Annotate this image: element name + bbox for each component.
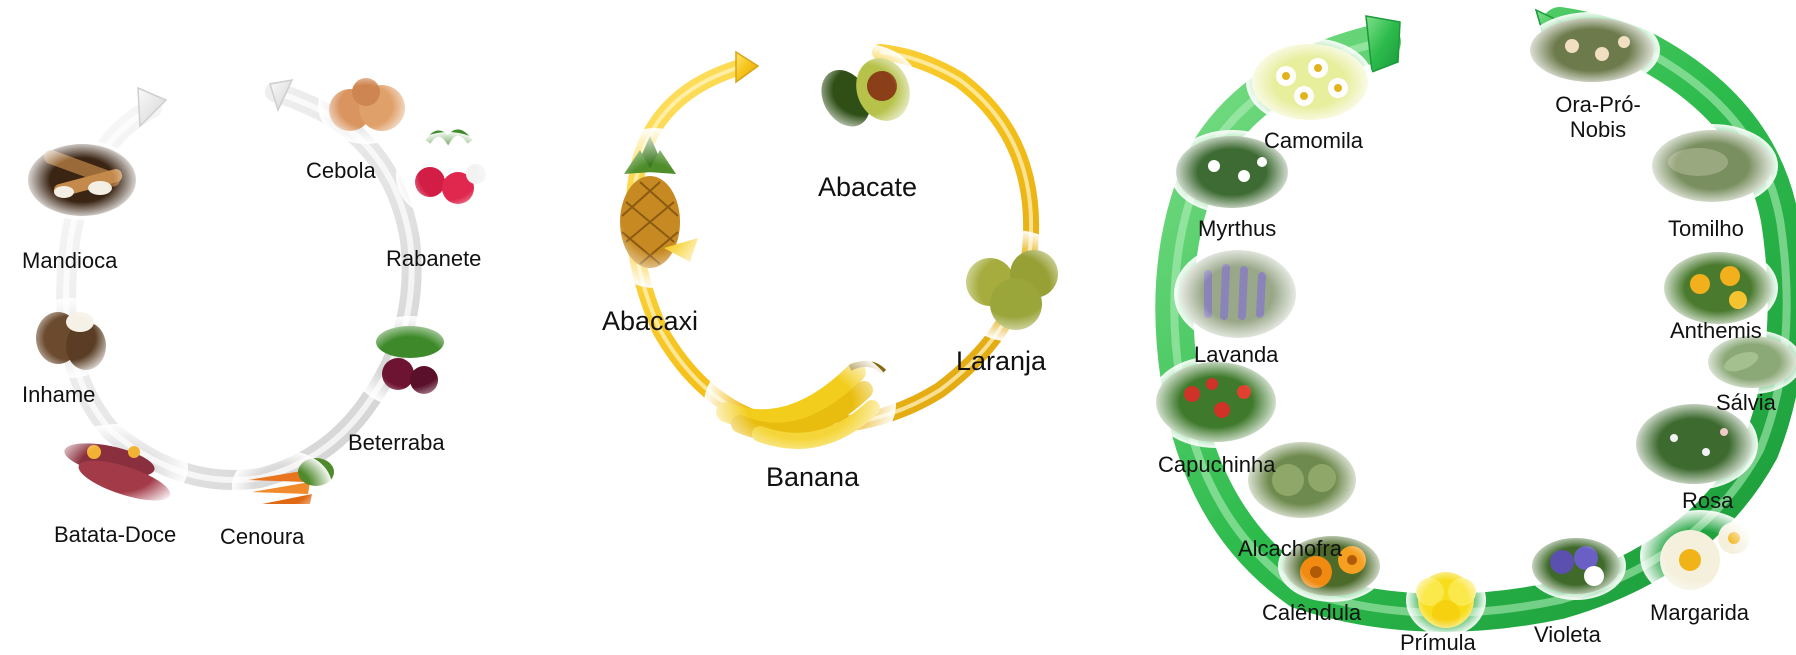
- artichoke-icon: [1242, 436, 1362, 524]
- label-capuchinha: Capuchinha: [1158, 452, 1275, 477]
- label-alcachofra: Alcachofra: [1238, 536, 1342, 561]
- primrose-icon: [1406, 564, 1486, 636]
- label-ora-pro-nobis: Ora-Pró-Nobis: [1546, 92, 1650, 143]
- label-rabanete: Rabanete: [386, 246, 481, 271]
- label-calendula: Calêndula: [1262, 600, 1361, 625]
- fruit-cycle-arrowhead: [736, 52, 758, 82]
- plants-cycle-arrowhead-left: [1366, 16, 1400, 72]
- label-banana: Banana: [766, 462, 859, 493]
- label-laranja: Laranja: [956, 346, 1046, 377]
- label-anthemis: Anthemis: [1670, 318, 1762, 343]
- lavender-icon: [1174, 244, 1302, 344]
- yam-icon: [24, 298, 116, 378]
- label-margarida: Margarida: [1650, 600, 1749, 625]
- label-myrthus: Myrthus: [1198, 216, 1276, 241]
- ora-pro-nobis-icon: [1524, 12, 1660, 88]
- avocado-icon: [808, 44, 920, 136]
- beet-icon: [350, 316, 470, 408]
- label-abacaxi: Abacaxi: [602, 306, 698, 337]
- thyme-icon: [1646, 124, 1778, 208]
- label-cenoura: Cenoura: [220, 524, 304, 549]
- label-cebola: Cebola: [306, 158, 376, 183]
- label-tomilho: Tomilho: [1668, 216, 1744, 241]
- violet-icon: [1526, 532, 1626, 600]
- daisy-icon: [1640, 510, 1760, 602]
- label-camomila: Camomila: [1264, 128, 1363, 153]
- sweet-potato-icon: [48, 424, 188, 512]
- label-lavanda: Lavanda: [1194, 342, 1278, 367]
- orange-icon: [950, 230, 1078, 342]
- radish-icon: [396, 132, 500, 220]
- label-salvia: Sálvia: [1716, 390, 1776, 415]
- label-violeta: Violeta: [1534, 622, 1601, 647]
- banana-icon: [704, 340, 896, 468]
- nasturtium-icon: [1150, 356, 1282, 448]
- label-abacate: Abacate: [818, 172, 917, 203]
- label-primula: Prímula: [1400, 630, 1476, 655]
- label-mandioca: Mandioca: [22, 248, 117, 273]
- label-rosa: Rosa: [1682, 488, 1733, 513]
- label-batata-doce: Batata-Doce: [54, 522, 176, 547]
- cassava-icon: [24, 140, 140, 220]
- label-inhame: Inhame: [22, 382, 95, 407]
- label-beterraba: Beterraba: [348, 430, 445, 455]
- onion-icon: [318, 68, 414, 144]
- chamomile-icon: [1246, 38, 1374, 126]
- pineapple-icon: [592, 128, 716, 288]
- carrot-icon: [232, 450, 334, 522]
